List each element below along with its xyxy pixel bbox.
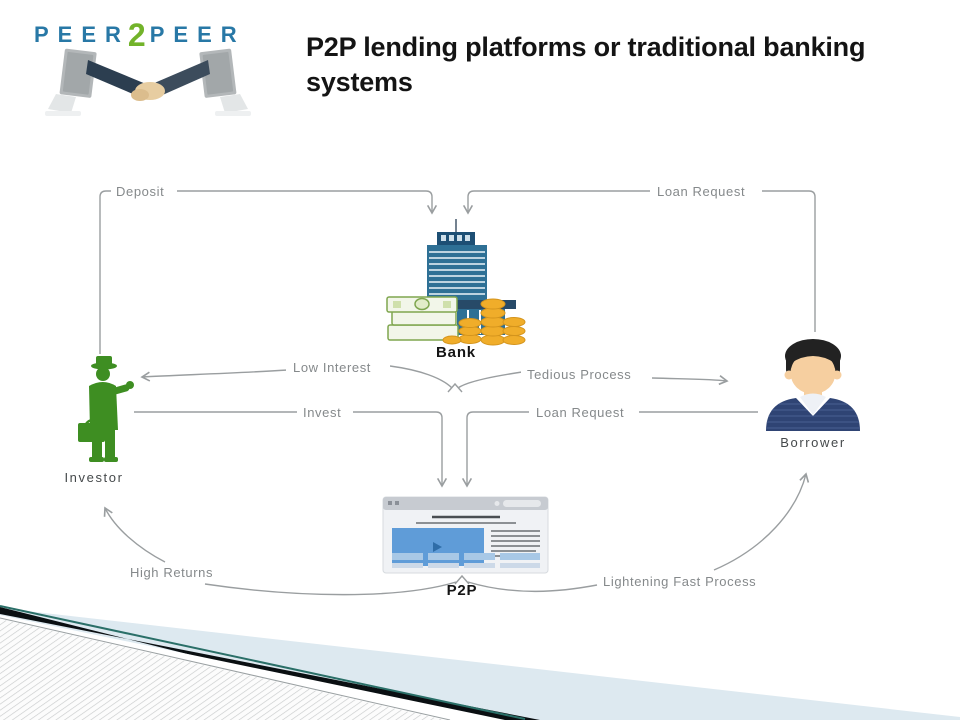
edge-label-invest: Invest bbox=[303, 405, 341, 420]
edge-bank-fan-right bbox=[457, 371, 523, 389]
loan-request-top-label-bg bbox=[650, 183, 762, 199]
p2p-up-arrowhead bbox=[454, 574, 470, 585]
edge-p2p-fan-left bbox=[204, 581, 457, 596]
edge-deposit-line bbox=[99, 190, 438, 354]
right-monitor-base bbox=[215, 111, 251, 116]
handshake-hand-lower bbox=[131, 89, 149, 101]
bank-up-arrowhead bbox=[447, 382, 463, 393]
bank-icon bbox=[386, 219, 526, 346]
diagram-edge-labels: Deposit Loan Request Low Interest Tediou… bbox=[111, 183, 762, 589]
edge-bank-fan-left bbox=[389, 365, 453, 389]
coins-icon bbox=[442, 298, 526, 346]
borrower-icon bbox=[766, 339, 860, 431]
play-icon bbox=[433, 542, 442, 552]
edge-label-low-interest: Low Interest bbox=[293, 360, 371, 375]
page-title: P2P lending platforms or traditional ban… bbox=[306, 32, 866, 98]
p2p-label: P2P bbox=[447, 582, 478, 599]
edge-high-returns-arrow bbox=[103, 506, 166, 563]
deco-hatch-area bbox=[0, 619, 445, 720]
deposit-label-bg bbox=[111, 183, 177, 199]
right-arm-icon bbox=[152, 60, 210, 97]
borrower-suit bbox=[766, 398, 860, 431]
left-arm-icon bbox=[86, 60, 146, 97]
deco-hatch-edge-line bbox=[0, 617, 451, 720]
bank-label: Bank bbox=[436, 344, 476, 361]
left-monitor-stand bbox=[48, 94, 76, 113]
borrower-label: Borrower bbox=[780, 435, 846, 450]
peer2peer-logo: PEER 2 PEER bbox=[34, 16, 246, 53]
loan-request-mid-label-bg bbox=[529, 404, 639, 420]
edge-label-loan-request-mid: Loan Request bbox=[536, 405, 624, 420]
borrower-shirt bbox=[800, 393, 826, 415]
right-monitor-icon bbox=[199, 48, 237, 98]
edge-tedious-arrow bbox=[651, 375, 729, 386]
edge-low-interest-arrow bbox=[140, 369, 289, 382]
right-monitor-stand bbox=[220, 94, 248, 113]
left-monitor-base bbox=[45, 111, 81, 116]
edge-lightening-arrow bbox=[713, 472, 810, 571]
logo-word-right: PEER bbox=[149, 21, 246, 47]
edge-loan-request-mid-line bbox=[461, 411, 758, 488]
handshake-monitors-svg bbox=[45, 48, 251, 116]
investor-icon bbox=[78, 356, 134, 462]
edge-label-loan-request-top: Loan Request bbox=[657, 184, 745, 199]
edge-label-high-returns: High Returns bbox=[130, 565, 213, 580]
edge-loan-request-top-line bbox=[462, 190, 816, 332]
browser-address-bar bbox=[503, 500, 541, 507]
left-monitor-icon bbox=[59, 48, 97, 98]
low-interest-label-bg bbox=[286, 359, 390, 376]
edge-label-deposit: Deposit bbox=[116, 184, 164, 199]
tedious-label-bg bbox=[521, 365, 651, 382]
edge-label-lightening-fast: Lightening Fast Process bbox=[603, 574, 756, 589]
invest-label-bg bbox=[297, 404, 353, 420]
investor-label: Investor bbox=[64, 470, 123, 485]
edge-label-tedious-process: Tedious Process bbox=[527, 367, 631, 382]
deco-white-gap bbox=[0, 615, 505, 720]
handshake-monitors-icon bbox=[28, 44, 268, 125]
deco-teal-line bbox=[0, 605, 526, 720]
p2p-flow-diagram: Deposit Loan Request Low Interest Tediou… bbox=[64, 183, 860, 599]
logo-digit: 2 bbox=[127, 17, 146, 53]
money-bills-icon bbox=[386, 296, 459, 341]
diagram-edges bbox=[99, 190, 816, 596]
edge-invest-line bbox=[134, 411, 448, 488]
bottom-decoration bbox=[0, 605, 960, 720]
logo-word-left: PEER bbox=[34, 21, 130, 47]
p2p-browser-icon bbox=[382, 496, 549, 574]
edge-p2p-fan-right bbox=[467, 581, 598, 593]
